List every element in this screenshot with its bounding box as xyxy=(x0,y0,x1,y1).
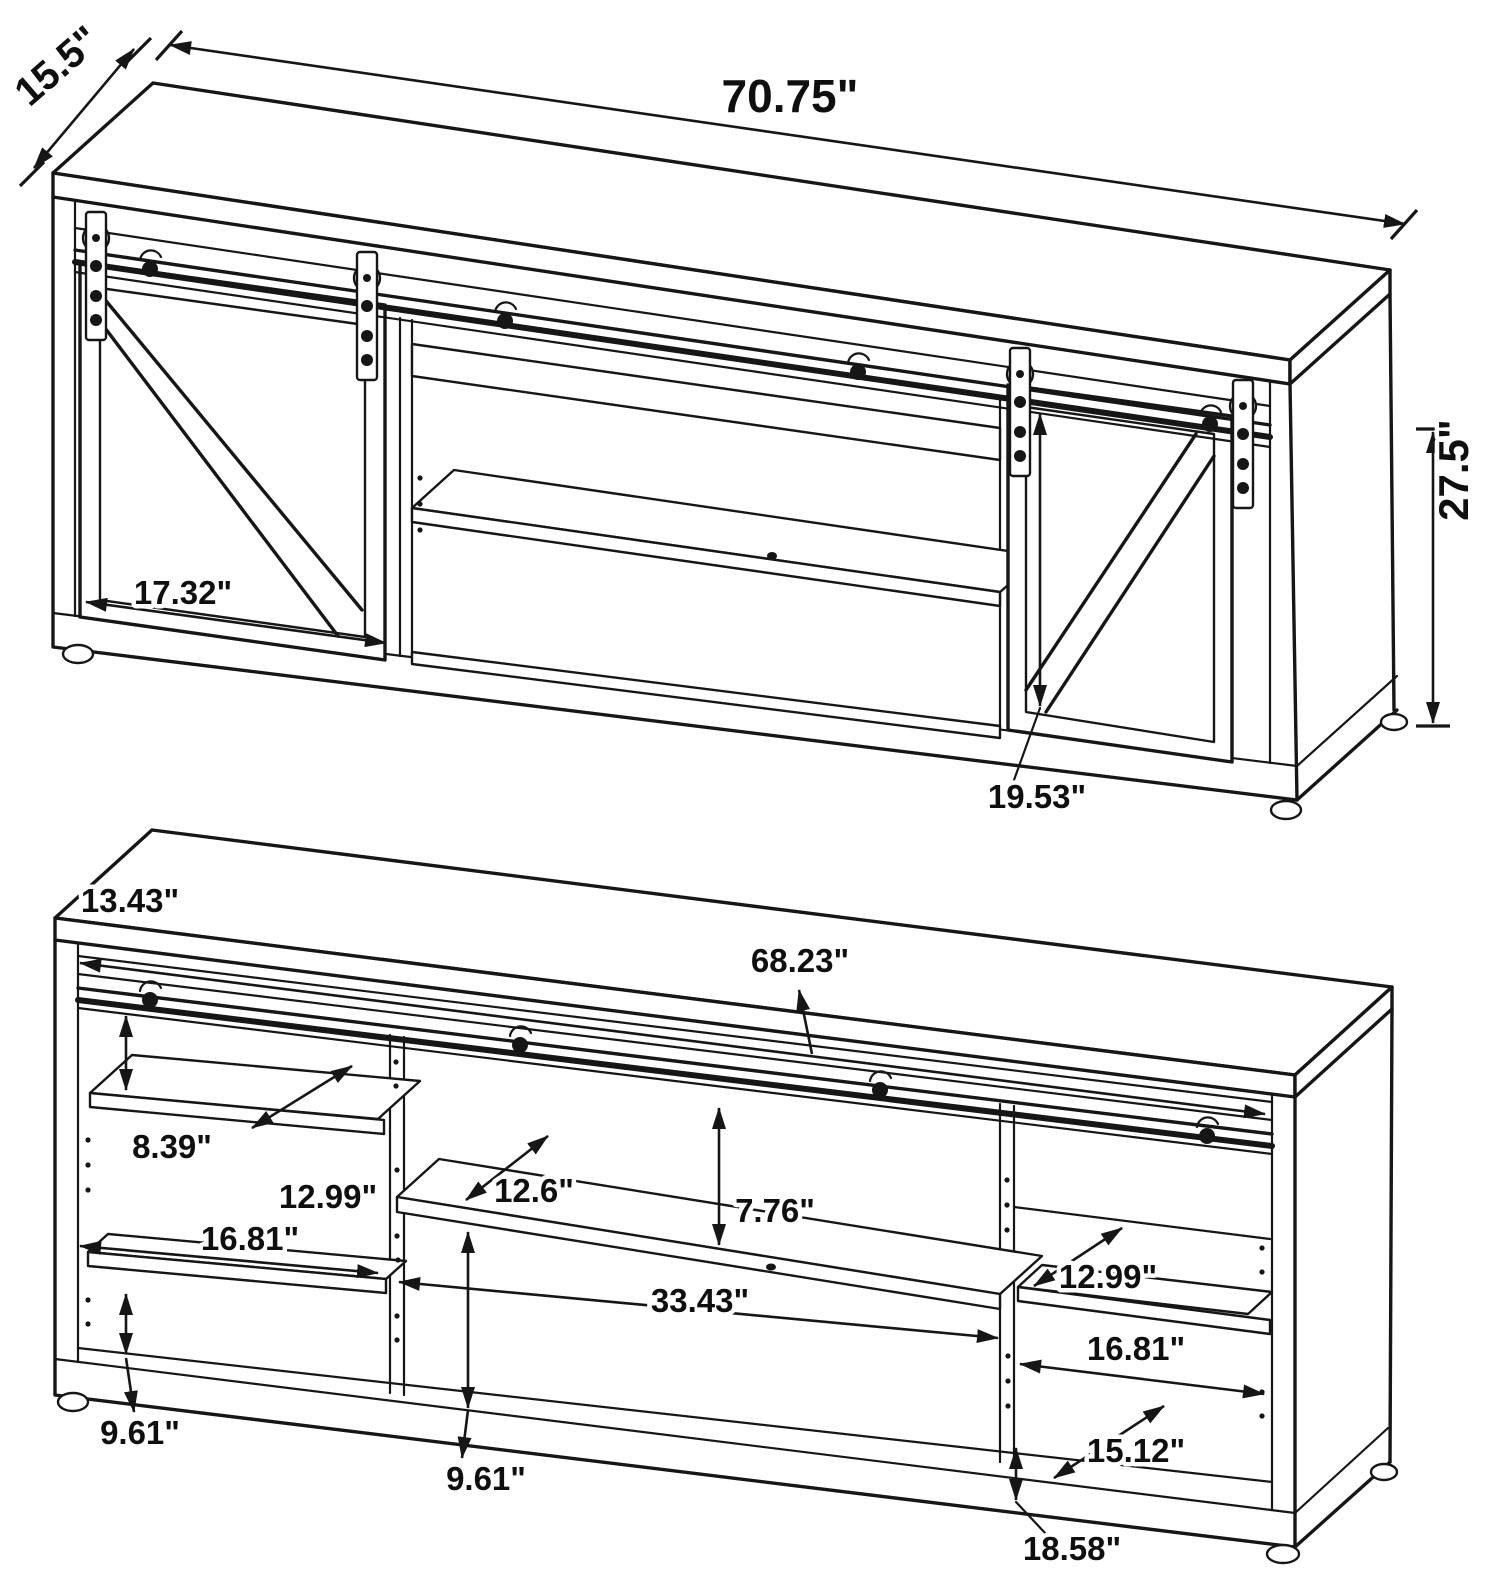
dim-top-depth-label: 13.43" xyxy=(81,882,179,919)
foot-front-right xyxy=(1269,799,1303,821)
rail-bolt xyxy=(138,249,1223,432)
dim-door-width: 17.32" xyxy=(85,570,387,648)
dim-left-shelf-depth: 12.99" xyxy=(251,1064,382,1220)
dim-upper-left-height: 8.39" xyxy=(119,1015,216,1170)
dim-right-shelf-depth: 12.99" xyxy=(1033,1226,1162,1300)
dim-interior-width-label: 68.23" xyxy=(751,942,849,979)
dim-left-width: 16.81" xyxy=(79,1216,379,1279)
bottom-view-drawing: 13.43" 68.23" 8.39" 12.99" 12.6" 7.76" 1… xyxy=(53,828,1399,1572)
dim-center-width-label: 33.43" xyxy=(651,1282,749,1319)
dim-right-width: 16.81" xyxy=(1019,1326,1265,1399)
center-open-shelf-section xyxy=(398,316,1044,740)
dim-height: 27.5" xyxy=(1416,415,1482,728)
dim-right-floor-depth-label: 15.12" xyxy=(1087,1432,1185,1469)
cabinet-floor-band xyxy=(410,650,1002,740)
dim-mid-opening-height-label: 7.76" xyxy=(735,1192,815,1229)
dim-door-width-label: 17.32" xyxy=(134,574,232,611)
cable-hole xyxy=(766,1263,776,1271)
dim-mid-shelf-depth-label: 12.6" xyxy=(494,1172,574,1209)
dim-center-width: 33.43" xyxy=(398,1276,999,1344)
dim-height-label: 27.5" xyxy=(1430,419,1477,521)
dim-mid-shelf-depth: 12.6" xyxy=(465,1134,578,1214)
door-hanger-straps xyxy=(81,210,1258,510)
foot-front-left xyxy=(61,643,95,665)
foot-back-right xyxy=(1379,712,1409,732)
dim-lower-left-height-label: 9.61" xyxy=(100,1414,180,1451)
dim-left-shelf-depth-label: 12.99" xyxy=(279,1178,377,1215)
dim-interior-width: 68.23" xyxy=(79,938,1266,1119)
right-barn-door xyxy=(1006,383,1234,764)
dim-width-label: 70.75" xyxy=(722,70,859,122)
hanger-strap xyxy=(352,250,382,382)
dim-depth-label: 15.5" xyxy=(6,18,108,115)
hanger-strap xyxy=(81,210,111,342)
dim-right-lower-height-label: 18.58" xyxy=(1023,1530,1121,1567)
dim-lower-mid-height-label: 9.61" xyxy=(446,1460,526,1497)
top-view-drawing: 15.5" 70.75" 27.5" 17.32" 19.53" xyxy=(2,13,1482,821)
foot-back-right xyxy=(1369,1462,1399,1482)
dim-lower-left-height: 9.61" xyxy=(96,1293,184,1456)
dim-upper-left-height-label: 8.39" xyxy=(132,1128,212,1165)
dim-right-floor-depth: 15.12" xyxy=(1053,1404,1190,1480)
dim-mid-opening-height: 7.76" xyxy=(712,1107,819,1246)
dim-door-height: 19.53" xyxy=(983,413,1091,820)
dim-right-shelf-depth-label: 12.99" xyxy=(1059,1258,1157,1295)
middle-shelf-front-band xyxy=(410,506,1002,608)
foot-front-right xyxy=(1265,1543,1301,1565)
right-back-rail xyxy=(1012,1205,1272,1241)
left-barn-door xyxy=(78,260,387,662)
foot-front-left xyxy=(56,1391,90,1413)
cabinet-body xyxy=(53,938,1399,1565)
hanger-strap xyxy=(1228,378,1258,510)
dim-lower-mid-height: 9.61" xyxy=(442,1231,530,1502)
barn-door-rail xyxy=(72,248,1273,449)
cable-hole xyxy=(767,552,777,560)
top-stretcher-board xyxy=(410,342,1002,462)
dim-right-width-label: 16.81" xyxy=(1087,1330,1185,1367)
dim-left-width-label: 16.81" xyxy=(201,1220,299,1257)
dim-right-lower-height: 18.58" xyxy=(1009,1447,1126,1572)
right-shelf-band xyxy=(1016,1285,1272,1336)
dim-door-height-label: 19.53" xyxy=(988,778,1086,815)
hanger-strap xyxy=(1005,346,1035,478)
dim-width: 70.75" xyxy=(154,29,1419,241)
